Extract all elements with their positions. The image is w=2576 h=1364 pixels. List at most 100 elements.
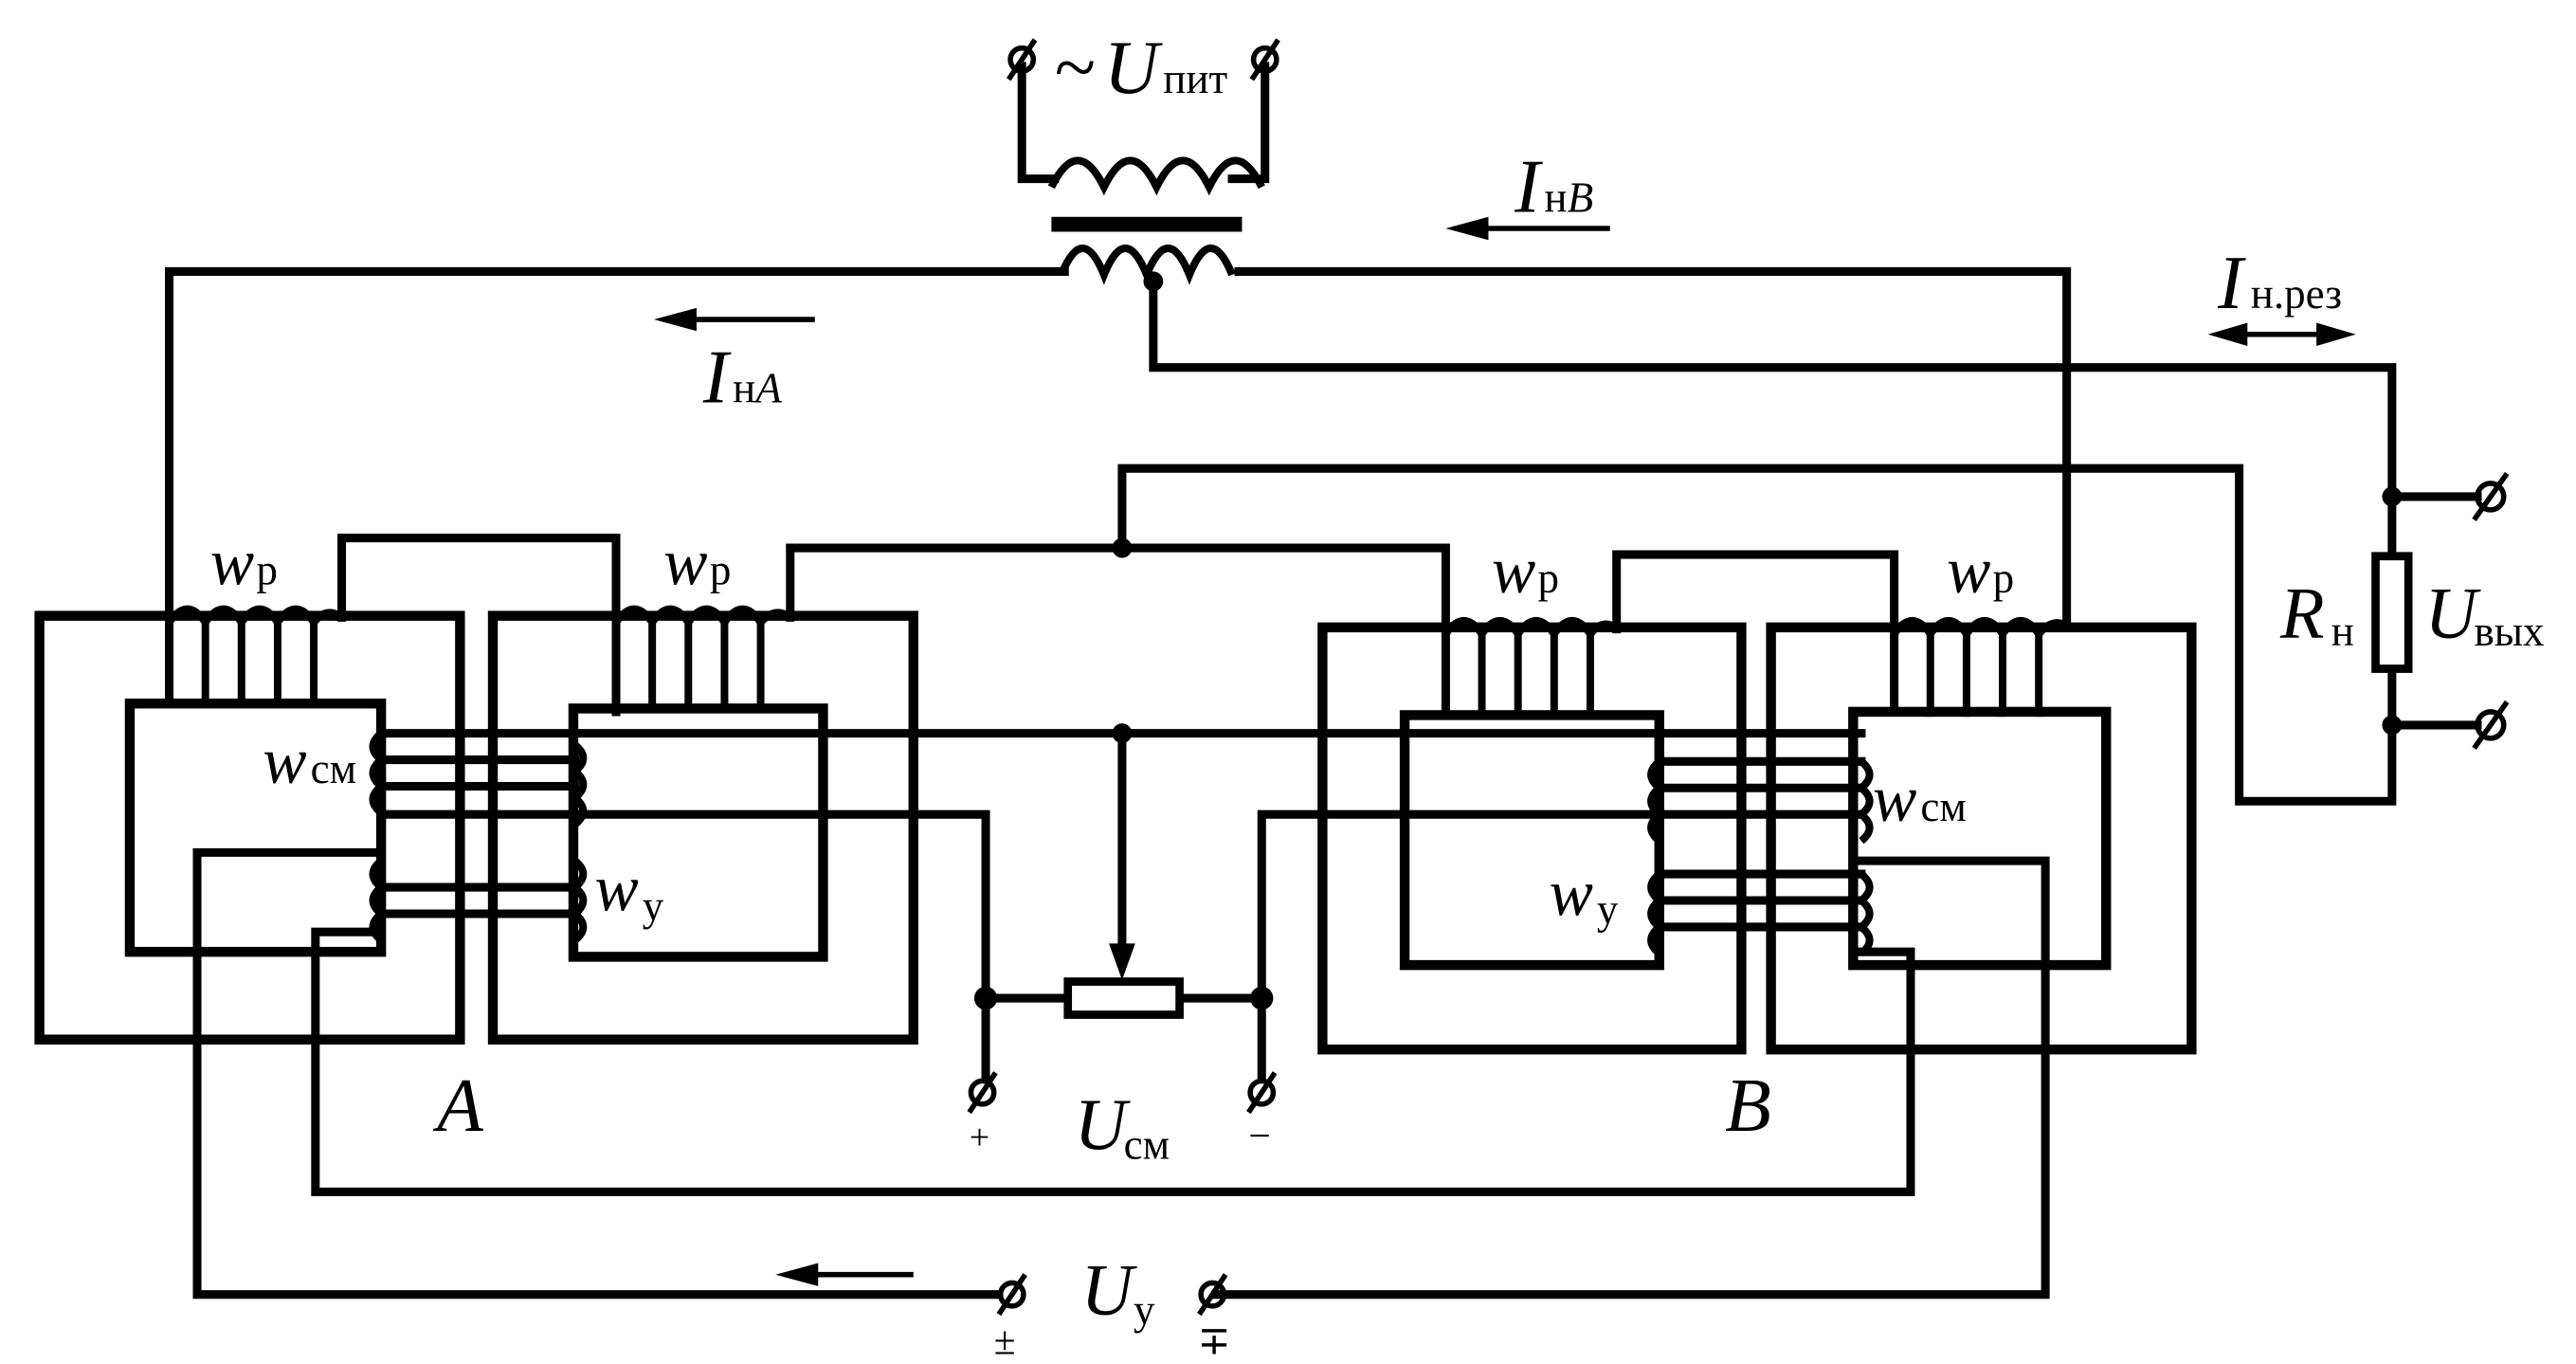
svg-text:у: у bbox=[1134, 1286, 1155, 1334]
svg-text:w: w bbox=[1873, 763, 1916, 836]
label-core-B: B bbox=[1725, 1064, 1771, 1148]
wire-bias-A-lower bbox=[376, 809, 990, 1003]
potentiometer-resistor bbox=[1063, 977, 1184, 1019]
svg-text:р: р bbox=[256, 546, 278, 593]
primary-lead-right bbox=[1227, 62, 1270, 184]
svg-text:см: см bbox=[1124, 1120, 1170, 1168]
label-U-pit: ~ U пит bbox=[1055, 27, 1228, 110]
svg-text:w: w bbox=[663, 526, 707, 599]
core-A-outer-right bbox=[487, 610, 918, 1045]
wsm-coil-A bbox=[369, 730, 588, 827]
svg-text:р: р bbox=[1537, 555, 1559, 602]
wr-coil-B-right bbox=[1890, 616, 2069, 718]
core-B bbox=[1317, 622, 2197, 1055]
label-wr-B-right: w р bbox=[1947, 535, 2014, 608]
load-resistor bbox=[2371, 486, 2482, 736]
svg-text:w: w bbox=[1492, 535, 1535, 608]
svg-text:пит: пит bbox=[1163, 55, 1227, 102]
wire-control-right-lead bbox=[1211, 856, 2050, 1300]
svg-text:см: см bbox=[1920, 783, 1967, 830]
svg-text:U: U bbox=[1075, 1084, 1132, 1165]
usm-terminal-plus bbox=[967, 1071, 998, 1115]
svg-text:р: р bbox=[1993, 555, 2015, 602]
wr-coil-A-right bbox=[612, 605, 793, 712]
svg-text:w: w bbox=[263, 725, 306, 798]
svg-text:B: B bbox=[1568, 173, 1594, 221]
svg-text:н: н bbox=[1544, 173, 1567, 221]
wire-control-outer-left bbox=[311, 927, 1915, 1196]
core-A-inner-left bbox=[124, 698, 387, 957]
label-Usm: U см bbox=[1075, 1084, 1170, 1169]
current-arrow-InB bbox=[1445, 216, 1610, 241]
wire-right-secondary bbox=[1234, 266, 2072, 630]
label-wy-B: w у bbox=[1550, 858, 1619, 934]
current-arrow-InA bbox=[653, 307, 815, 332]
svg-text:у: у bbox=[1597, 885, 1619, 933]
label-Uy: U у bbox=[1081, 1249, 1155, 1334]
wire-left-secondary bbox=[165, 266, 1069, 708]
svg-text:w: w bbox=[594, 852, 638, 925]
svg-text:вых: вых bbox=[2475, 608, 2545, 655]
uy-terminal-left bbox=[996, 1273, 1027, 1317]
core-B-outer-right bbox=[1766, 622, 2197, 1055]
uout-terminal-top bbox=[2472, 471, 2510, 521]
usm-terminal-minus bbox=[1246, 1071, 1278, 1115]
svg-text:R: R bbox=[2279, 573, 2325, 653]
svg-text:w: w bbox=[210, 526, 254, 599]
supply-terminal-right bbox=[1249, 38, 1280, 82]
svg-text:у: у bbox=[643, 882, 664, 930]
label-uy-plusminus: ± bbox=[994, 1319, 1016, 1363]
core-B-outer-left bbox=[1317, 622, 1747, 1055]
svg-text:U: U bbox=[1081, 1249, 1138, 1330]
supply-terminal-left bbox=[1007, 38, 1038, 82]
wire-bias-B-lower bbox=[1257, 809, 1664, 1003]
svg-text:w: w bbox=[1947, 535, 1990, 608]
core-B-inner-right bbox=[1848, 706, 2112, 971]
svg-text:см: см bbox=[311, 745, 357, 792]
label-uy-minusplus: ∓ bbox=[1198, 1319, 1231, 1363]
uy-terminal-right bbox=[1197, 1273, 1228, 1317]
current-arrow-Inrez bbox=[2207, 322, 2356, 346]
label-Uout: U вых bbox=[2425, 573, 2545, 655]
label-InB: I н B bbox=[1514, 145, 1593, 228]
svg-text:н: н bbox=[733, 364, 755, 411]
svg-text:I: I bbox=[2217, 242, 2246, 325]
wy-coil-B bbox=[1647, 869, 1874, 957]
label-wsm-B: w см bbox=[1873, 763, 1967, 836]
svg-text:р: р bbox=[710, 546, 732, 593]
wr-coil-A-left bbox=[165, 605, 344, 705]
wire-control-outer-right bbox=[192, 847, 1004, 1300]
label-wr-A-right: w р bbox=[663, 526, 731, 599]
svg-text:w: w bbox=[1550, 858, 1593, 931]
core-A-outer-left bbox=[34, 610, 465, 1045]
label-In-rez: I н.рез bbox=[2217, 242, 2342, 325]
wire-wr-link-B bbox=[1612, 550, 1899, 717]
transformer-primary-coil bbox=[1047, 156, 1265, 196]
label-wr-A-left: w р bbox=[210, 526, 278, 599]
label-usm-minus: − bbox=[1248, 1115, 1270, 1158]
supply-transformer bbox=[1017, 62, 1270, 292]
current-arrow-Uy bbox=[775, 1263, 914, 1286]
svg-text:A: A bbox=[753, 364, 782, 411]
label-wr-B-left: w р bbox=[1492, 535, 1559, 608]
wsm-coil-B bbox=[1647, 756, 1874, 845]
wy-coil-A bbox=[369, 857, 588, 944]
label-core-A: A bbox=[432, 1064, 484, 1148]
label-wy-A: w у bbox=[594, 852, 663, 930]
wire-center-tap bbox=[1149, 277, 2397, 501]
wire-wr-link-A bbox=[337, 534, 621, 717]
svg-text:U: U bbox=[1104, 27, 1164, 110]
core-B-inner-left bbox=[1399, 710, 1664, 971]
label-usm-plus: + bbox=[970, 1118, 990, 1157]
svg-text:I: I bbox=[702, 336, 732, 419]
label-InA: I н A bbox=[702, 336, 782, 419]
svg-text:н: н bbox=[2331, 608, 2354, 655]
label-wsm-A: w см bbox=[263, 725, 356, 798]
primary-lead-left bbox=[1017, 62, 1060, 184]
bias-potentiometer bbox=[973, 729, 1274, 1081]
transformer-secondary-coil bbox=[1058, 245, 1236, 285]
wire-load-bottom bbox=[1117, 464, 2397, 806]
uout-terminal-bottom bbox=[2472, 700, 2510, 750]
transformer-core-bar bbox=[1051, 216, 1243, 232]
